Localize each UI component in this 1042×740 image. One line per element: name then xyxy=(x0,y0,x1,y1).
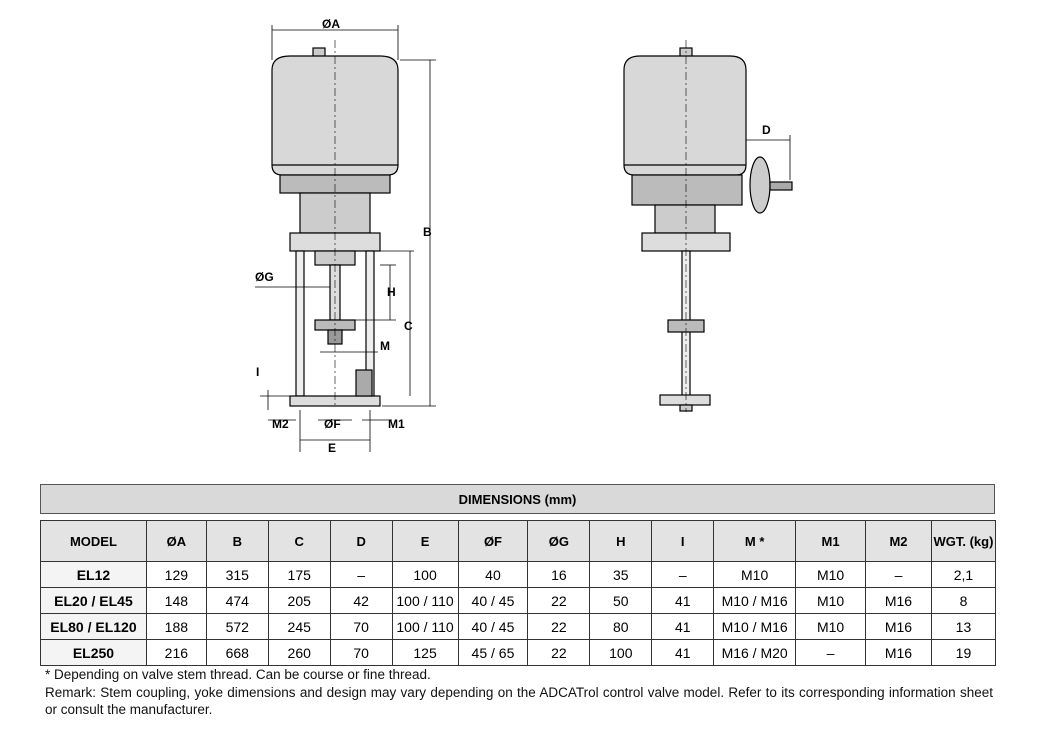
table-cell: 13 xyxy=(930,613,997,640)
table-cell: – xyxy=(795,639,867,666)
dim-label-h: H xyxy=(387,285,396,299)
table-cell: 40 / 45 xyxy=(457,613,529,640)
table-cell: 100 xyxy=(391,561,459,588)
dim-label-c: C xyxy=(404,319,413,333)
table-cell: 22 xyxy=(527,613,591,640)
column-header: C xyxy=(267,520,331,562)
column-header: WGT. (kg) xyxy=(930,520,997,562)
dim-label-i: I xyxy=(256,365,259,379)
table-cell: 188 xyxy=(145,613,207,640)
table-cell: 668 xyxy=(205,639,269,666)
table-cell: 50 xyxy=(589,587,653,614)
table-cell: 148 xyxy=(145,587,207,614)
table-cell: 175 xyxy=(267,561,331,588)
table-cell: M10 xyxy=(795,613,867,640)
column-header: E xyxy=(391,520,459,562)
table-cell: M10 xyxy=(713,561,797,588)
column-header: H xyxy=(589,520,653,562)
front-view xyxy=(255,25,436,452)
table-cell: 45 / 65 xyxy=(457,639,529,666)
remark: Remark: Stem coupling, yoke dimensions a… xyxy=(45,685,993,717)
footnote: * Depending on valve stem thread. Can be… xyxy=(45,667,431,682)
dim-label-g: ØG xyxy=(255,270,274,284)
column-header: ØF xyxy=(457,520,529,562)
table-cell: – xyxy=(329,561,393,588)
table-cell: 100 / 110 xyxy=(391,587,459,614)
table-cell: 70 xyxy=(329,639,393,666)
table-cell: 40 xyxy=(457,561,529,588)
column-header: M * xyxy=(713,520,797,562)
dim-label-d: D xyxy=(762,123,771,137)
table-cell: 42 xyxy=(329,587,393,614)
table-cell: M10 / M16 xyxy=(713,587,797,614)
column-header: ØA xyxy=(145,520,207,562)
table-cell: 41 xyxy=(651,587,715,614)
column-header: M1 xyxy=(795,520,867,562)
table-cell: 474 xyxy=(205,587,269,614)
table-cell: 80 xyxy=(589,613,653,640)
side-view xyxy=(623,40,793,412)
table-cell: 19 xyxy=(930,639,997,666)
table-cell: M16 xyxy=(865,613,932,640)
table-cell: 100 xyxy=(589,639,653,666)
model-cell: EL12 xyxy=(40,561,147,588)
dim-label-m1: M1 xyxy=(388,417,405,431)
table-cell: M10 xyxy=(795,561,867,588)
column-header: M2 xyxy=(865,520,932,562)
table-cell: M10 / M16 xyxy=(713,613,797,640)
table-cell: 70 xyxy=(329,613,393,640)
column-header: ØG xyxy=(527,520,591,562)
table-cell: 260 xyxy=(267,639,331,666)
table-cell: 8 xyxy=(930,587,997,614)
table-cell: 572 xyxy=(205,613,269,640)
dim-label-f: ØF xyxy=(324,417,341,431)
model-cell: EL250 xyxy=(40,639,147,666)
dim-label-e: E xyxy=(328,441,336,455)
table-cell: 35 xyxy=(589,561,653,588)
actuator-dimension-drawing: ØA B C D E ØF ØG H I M M1 M2 xyxy=(255,17,793,455)
dim-label-a: ØA xyxy=(322,17,340,31)
table-cell: 245 xyxy=(267,613,331,640)
table-cell: 216 xyxy=(145,639,207,666)
column-header: D xyxy=(329,520,393,562)
table-cell: 315 xyxy=(205,561,269,588)
table-cell: 22 xyxy=(527,587,591,614)
column-header: B xyxy=(205,520,269,562)
table-cell: – xyxy=(865,561,932,588)
dim-label-m2: M2 xyxy=(272,417,289,431)
dim-label-b: B xyxy=(423,225,432,239)
table-cell: – xyxy=(651,561,715,588)
table-cell: 41 xyxy=(651,613,715,640)
table-cell: M16 xyxy=(865,639,932,666)
table-cell: 16 xyxy=(527,561,591,588)
column-header: MODEL xyxy=(40,520,147,562)
table-cell: 125 xyxy=(391,639,459,666)
table-cell: 40 / 45 xyxy=(457,587,529,614)
table-cell: 2,1 xyxy=(930,561,997,588)
table-cell: 129 xyxy=(145,561,207,588)
table-title: DIMENSIONS (mm) xyxy=(40,484,995,514)
table-cell: M16 xyxy=(865,587,932,614)
table-cell: 41 xyxy=(651,639,715,666)
dim-label-m: M xyxy=(380,339,390,353)
table-cell: M10 xyxy=(795,587,867,614)
table-cell: M16 / M20 xyxy=(713,639,797,666)
table-cell: 205 xyxy=(267,587,331,614)
column-header: I xyxy=(651,520,715,562)
table-cell: 100 / 110 xyxy=(391,613,459,640)
model-cell: EL20 / EL45 xyxy=(40,587,147,614)
table-cell: 22 xyxy=(527,639,591,666)
model-cell: EL80 / EL120 xyxy=(40,613,147,640)
